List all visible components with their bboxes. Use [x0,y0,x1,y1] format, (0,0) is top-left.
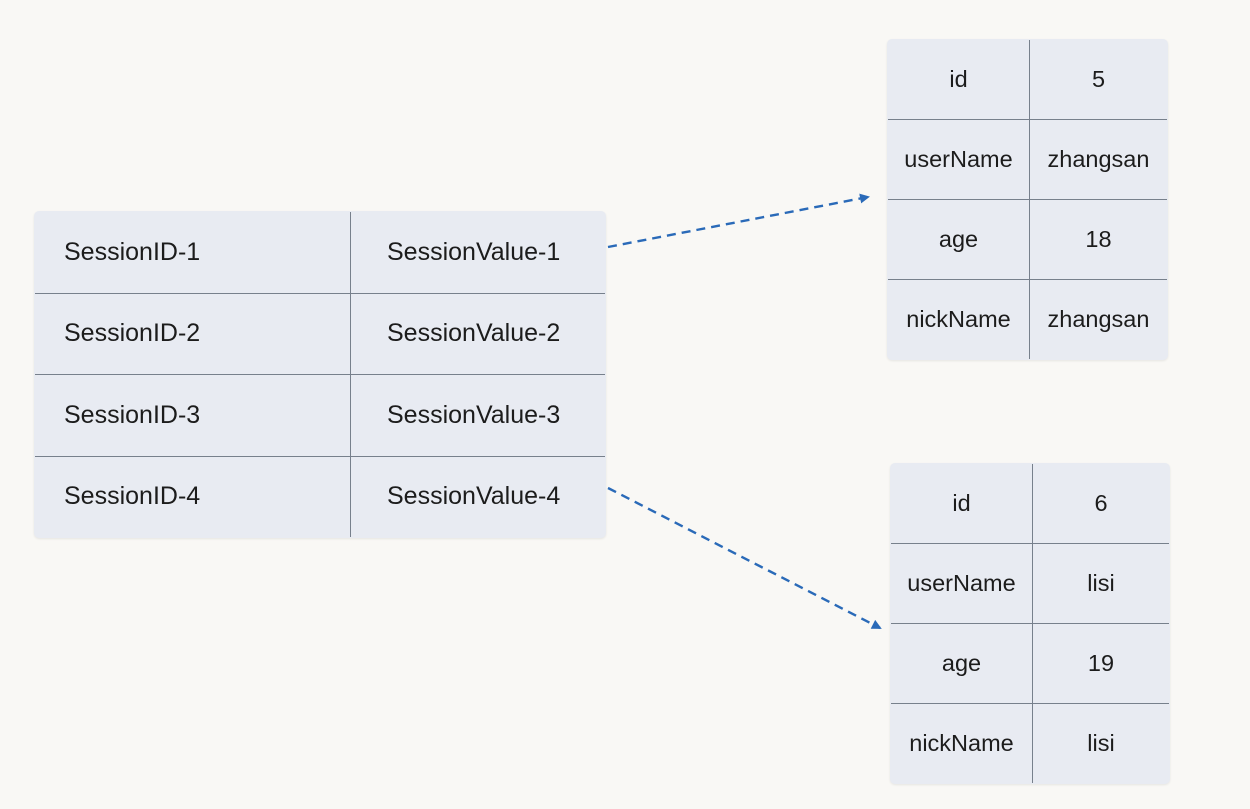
session-row-4: SessionID-4 SessionValue-4 [35,455,605,537]
user-table-zhangsan: id 5 userName zhangsan age 18 nickName z… [887,39,1168,360]
session-value-cell: SessionValue-1 [350,212,605,294]
user-field-row: userName lisi [891,543,1169,624]
field-value-cell: 19 [1032,623,1169,704]
field-value-cell: lisi [1032,703,1169,783]
session-id-cell: SessionID-4 [35,455,351,537]
arrow-session1-to-user5 [607,193,870,249]
field-name-cell: id [891,464,1033,544]
field-name-cell: nickName [891,703,1033,783]
user-field-row: age 18 [888,199,1167,280]
field-value-cell: 18 [1029,199,1167,280]
user-field-row: nickName zhangsan [888,279,1167,359]
session-id-cell: SessionID-2 [35,292,351,375]
session-row-3: SessionID-3 SessionValue-3 [35,374,605,457]
field-name-cell: id [888,40,1030,120]
session-value-cell: SessionValue-2 [350,292,605,375]
user-field-row: age 19 [891,623,1169,704]
session-value-cell: SessionValue-3 [350,374,605,457]
field-value-cell: lisi [1032,543,1169,624]
user-field-row: id 5 [888,40,1167,120]
session-id-cell: SessionID-1 [35,212,351,294]
session-id-cell: SessionID-3 [35,374,351,457]
field-name-cell: age [888,199,1030,280]
session-table: SessionID-1 SessionValue-1 SessionID-2 S… [34,211,606,538]
field-value-cell: zhangsan [1029,279,1167,359]
user-field-row: nickName lisi [891,703,1169,783]
field-name-cell: userName [888,119,1030,200]
session-value-cell: SessionValue-4 [350,455,605,537]
field-value-cell: 6 [1032,464,1169,544]
user-table-lisi: id 6 userName lisi age 19 nickName lisi [890,463,1170,784]
user-field-row: userName zhangsan [888,119,1167,200]
field-value-cell: zhangsan [1029,119,1167,200]
session-row-1: SessionID-1 SessionValue-1 [35,212,605,294]
user-field-row: id 6 [891,464,1169,544]
session-row-2: SessionID-2 SessionValue-2 [35,292,605,375]
arrow-session4-to-user6 [607,486,882,630]
field-value-cell: 5 [1029,40,1167,120]
field-name-cell: userName [891,543,1033,624]
field-name-cell: nickName [888,279,1030,359]
field-name-cell: age [891,623,1033,704]
